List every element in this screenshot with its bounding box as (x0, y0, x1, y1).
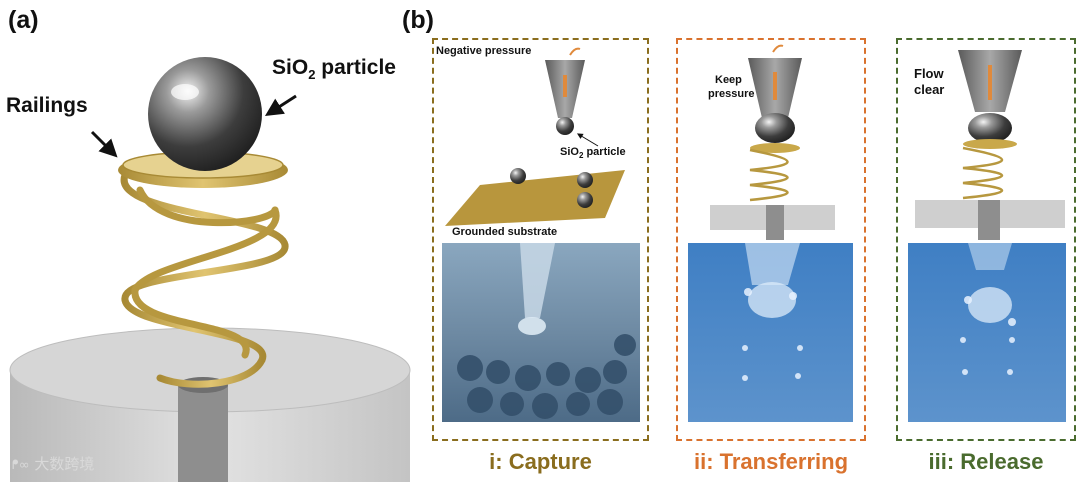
capture-micrograph-particle (518, 317, 546, 335)
particle-arrow (264, 94, 297, 116)
release-nozzle-flow (988, 65, 992, 100)
stage-release-illustration (908, 50, 1066, 422)
stage-capture-illustration (442, 47, 640, 422)
support-post (178, 385, 228, 482)
stage-capture-frame (432, 38, 649, 441)
release-particle (968, 113, 1012, 143)
transfer-held-particle (755, 113, 795, 143)
caption-transferring: ii: Transferring (693, 449, 849, 474)
substrate-particle-1 (510, 168, 526, 184)
sio2-sphere (148, 57, 262, 171)
release-micrograph-particle (968, 287, 1012, 323)
capture-micrograph-needle (520, 243, 555, 318)
substrate-particle-3 (577, 192, 593, 208)
caption-release: iii: Release (928, 449, 1044, 474)
transfer-micrograph-particle (748, 282, 796, 318)
transfer-post (766, 205, 784, 240)
particle-callout: SiO2 particle (272, 56, 396, 82)
release-railing (963, 139, 1017, 149)
watermark-text: ᖰ∞ 大数跨境 (12, 453, 94, 474)
watermark-label: 大数跨境 (34, 455, 95, 473)
capture-pressure-label: Negative pressure (436, 45, 532, 57)
transfer-pressure-label-line2: pressure (708, 88, 755, 100)
transfer-micrograph-needle (745, 243, 800, 285)
substrate-particle-2 (577, 172, 593, 188)
release-spring (962, 146, 1003, 200)
caption-capture: i: Capture (489, 449, 592, 474)
railings-arrow (90, 130, 118, 158)
stage-release-frame (896, 38, 1076, 441)
transfer-micrograph-highlights (742, 288, 803, 381)
capture-particle-label-subscript: 2 (578, 151, 584, 161)
capture-particle-label: SiO2 particle (560, 146, 626, 162)
capture-substrate-label: Grounded substrate (452, 226, 558, 238)
particle-callout-subscript: 2 (308, 67, 316, 83)
capture-held-particle (556, 117, 574, 135)
panel-a-illustration (9, 57, 411, 482)
capture-particle-label-suffix: particle (583, 146, 626, 158)
transfer-pressure-arrow (772, 44, 784, 53)
particle-callout-prefix: SiO (272, 56, 309, 79)
capture-micrograph-bead-bed (457, 334, 636, 419)
panel-b-tag: (b) (402, 6, 434, 34)
gold-helix-spring (120, 171, 289, 388)
release-flow-label-line2: clear (914, 82, 945, 97)
release-flow-label-line1: Flow (914, 66, 944, 81)
transfer-nozzle-flow (773, 72, 777, 100)
release-micrograph (908, 243, 1066, 422)
railings-callout: Railings (6, 94, 88, 117)
sphere-highlight (171, 84, 199, 100)
transfer-pressure-label-line1: Keep (715, 74, 742, 86)
capture-particle-pointer (576, 133, 599, 147)
panel-a-tag: (a) (8, 6, 39, 34)
transfer-railing (750, 143, 800, 153)
particle-callout-suffix: particle (315, 56, 396, 79)
capture-suction-arrow (569, 47, 581, 56)
transfer-spring (749, 148, 789, 202)
stage-transferring-illustration (688, 44, 853, 422)
release-micrograph-highlights (960, 296, 1016, 375)
watermark-logo-icon: ᖰ∞ (12, 458, 30, 473)
capture-particle-label-prefix: SiO (560, 146, 579, 158)
release-post (978, 200, 1000, 240)
capture-nozzle-flow (563, 75, 567, 97)
stage-transferring-frame (676, 38, 866, 441)
release-micrograph-needle (968, 243, 1012, 270)
